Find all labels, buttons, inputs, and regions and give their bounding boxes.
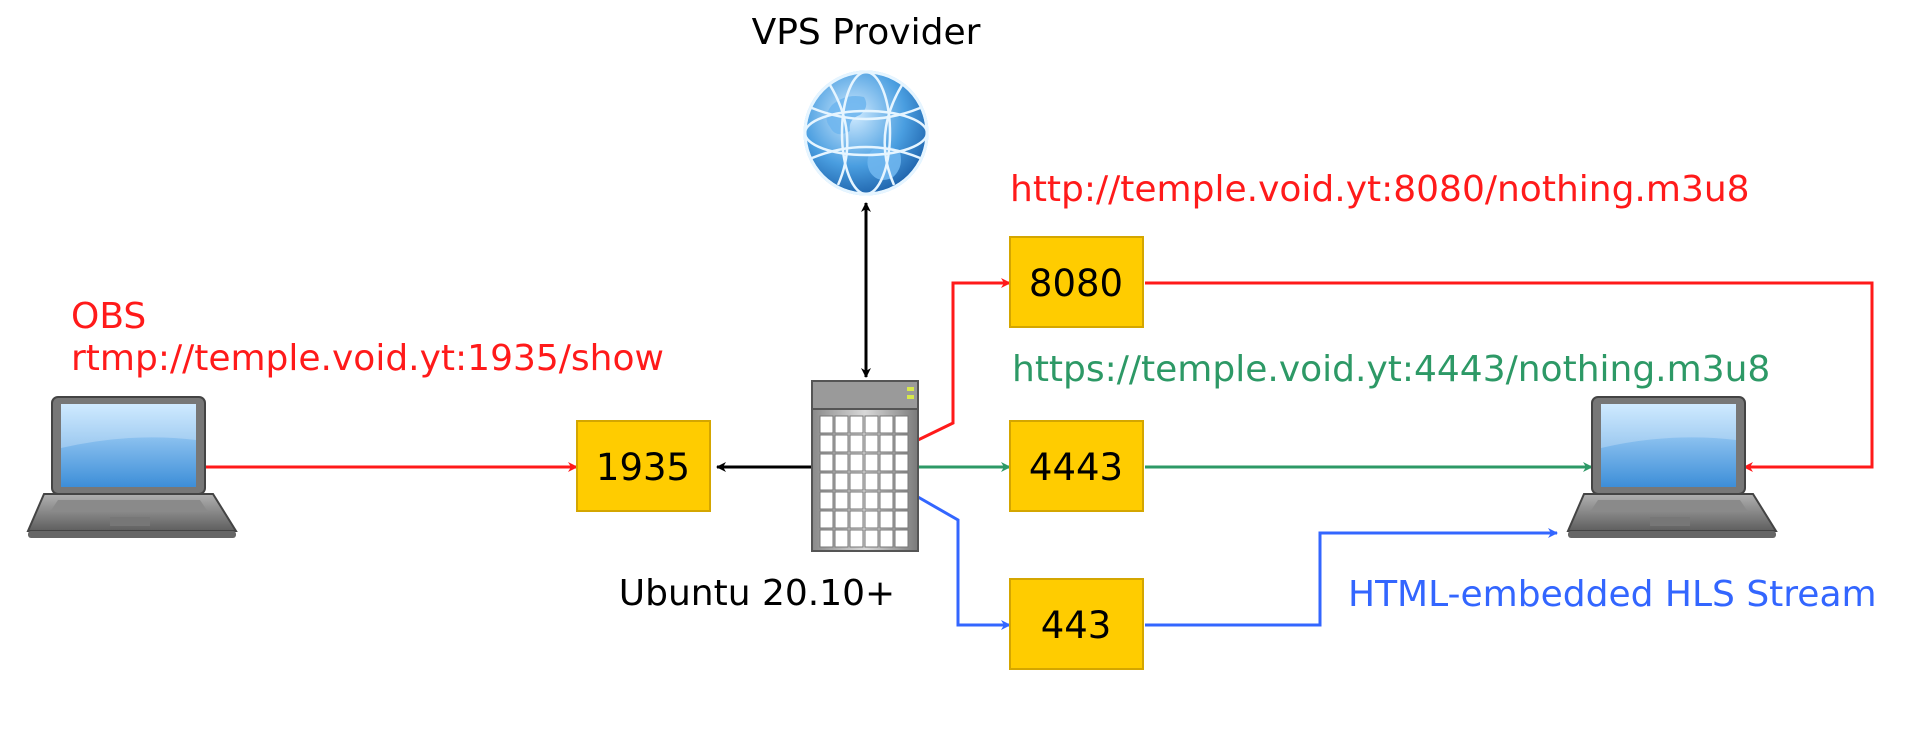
port-1935-label: 1935	[596, 446, 690, 489]
globe-icon	[803, 70, 929, 196]
vps-provider-label: VPS Provider	[752, 12, 981, 53]
port-4443-label: 4443	[1029, 446, 1123, 489]
port-1935-box: 1935	[576, 420, 711, 512]
server-icon	[811, 380, 919, 552]
port-8080-label: 8080	[1029, 262, 1123, 305]
server-os-label: Ubuntu 20.10+	[619, 573, 895, 614]
server-to-443-arrow	[917, 495, 1011, 630]
port-4443-box: 4443	[1009, 420, 1144, 512]
hls-stream-label: HTML-embedded HLS Stream	[1348, 574, 1877, 615]
port-443-box: 443	[1009, 578, 1144, 670]
laptop-icon	[1566, 396, 1778, 538]
server-to-8080-arrow	[917, 278, 1011, 442]
laptop-icon	[26, 396, 238, 538]
https-url-label: https://temple.void.yt:4443/nothing.m3u8	[1012, 349, 1770, 390]
port-8080-box: 8080	[1009, 236, 1144, 328]
port-443-label: 443	[1041, 604, 1112, 647]
http-url-label: http://temple.void.yt:8080/nothing.m3u8	[1010, 169, 1750, 210]
443-to-viewer-arrow	[1145, 528, 1558, 627]
obs-title-label: OBS	[71, 296, 146, 337]
obs-url-label: rtmp://temple.void.yt:1935/show	[71, 338, 664, 379]
8080-to-viewer-arrow	[1145, 281, 1874, 472]
